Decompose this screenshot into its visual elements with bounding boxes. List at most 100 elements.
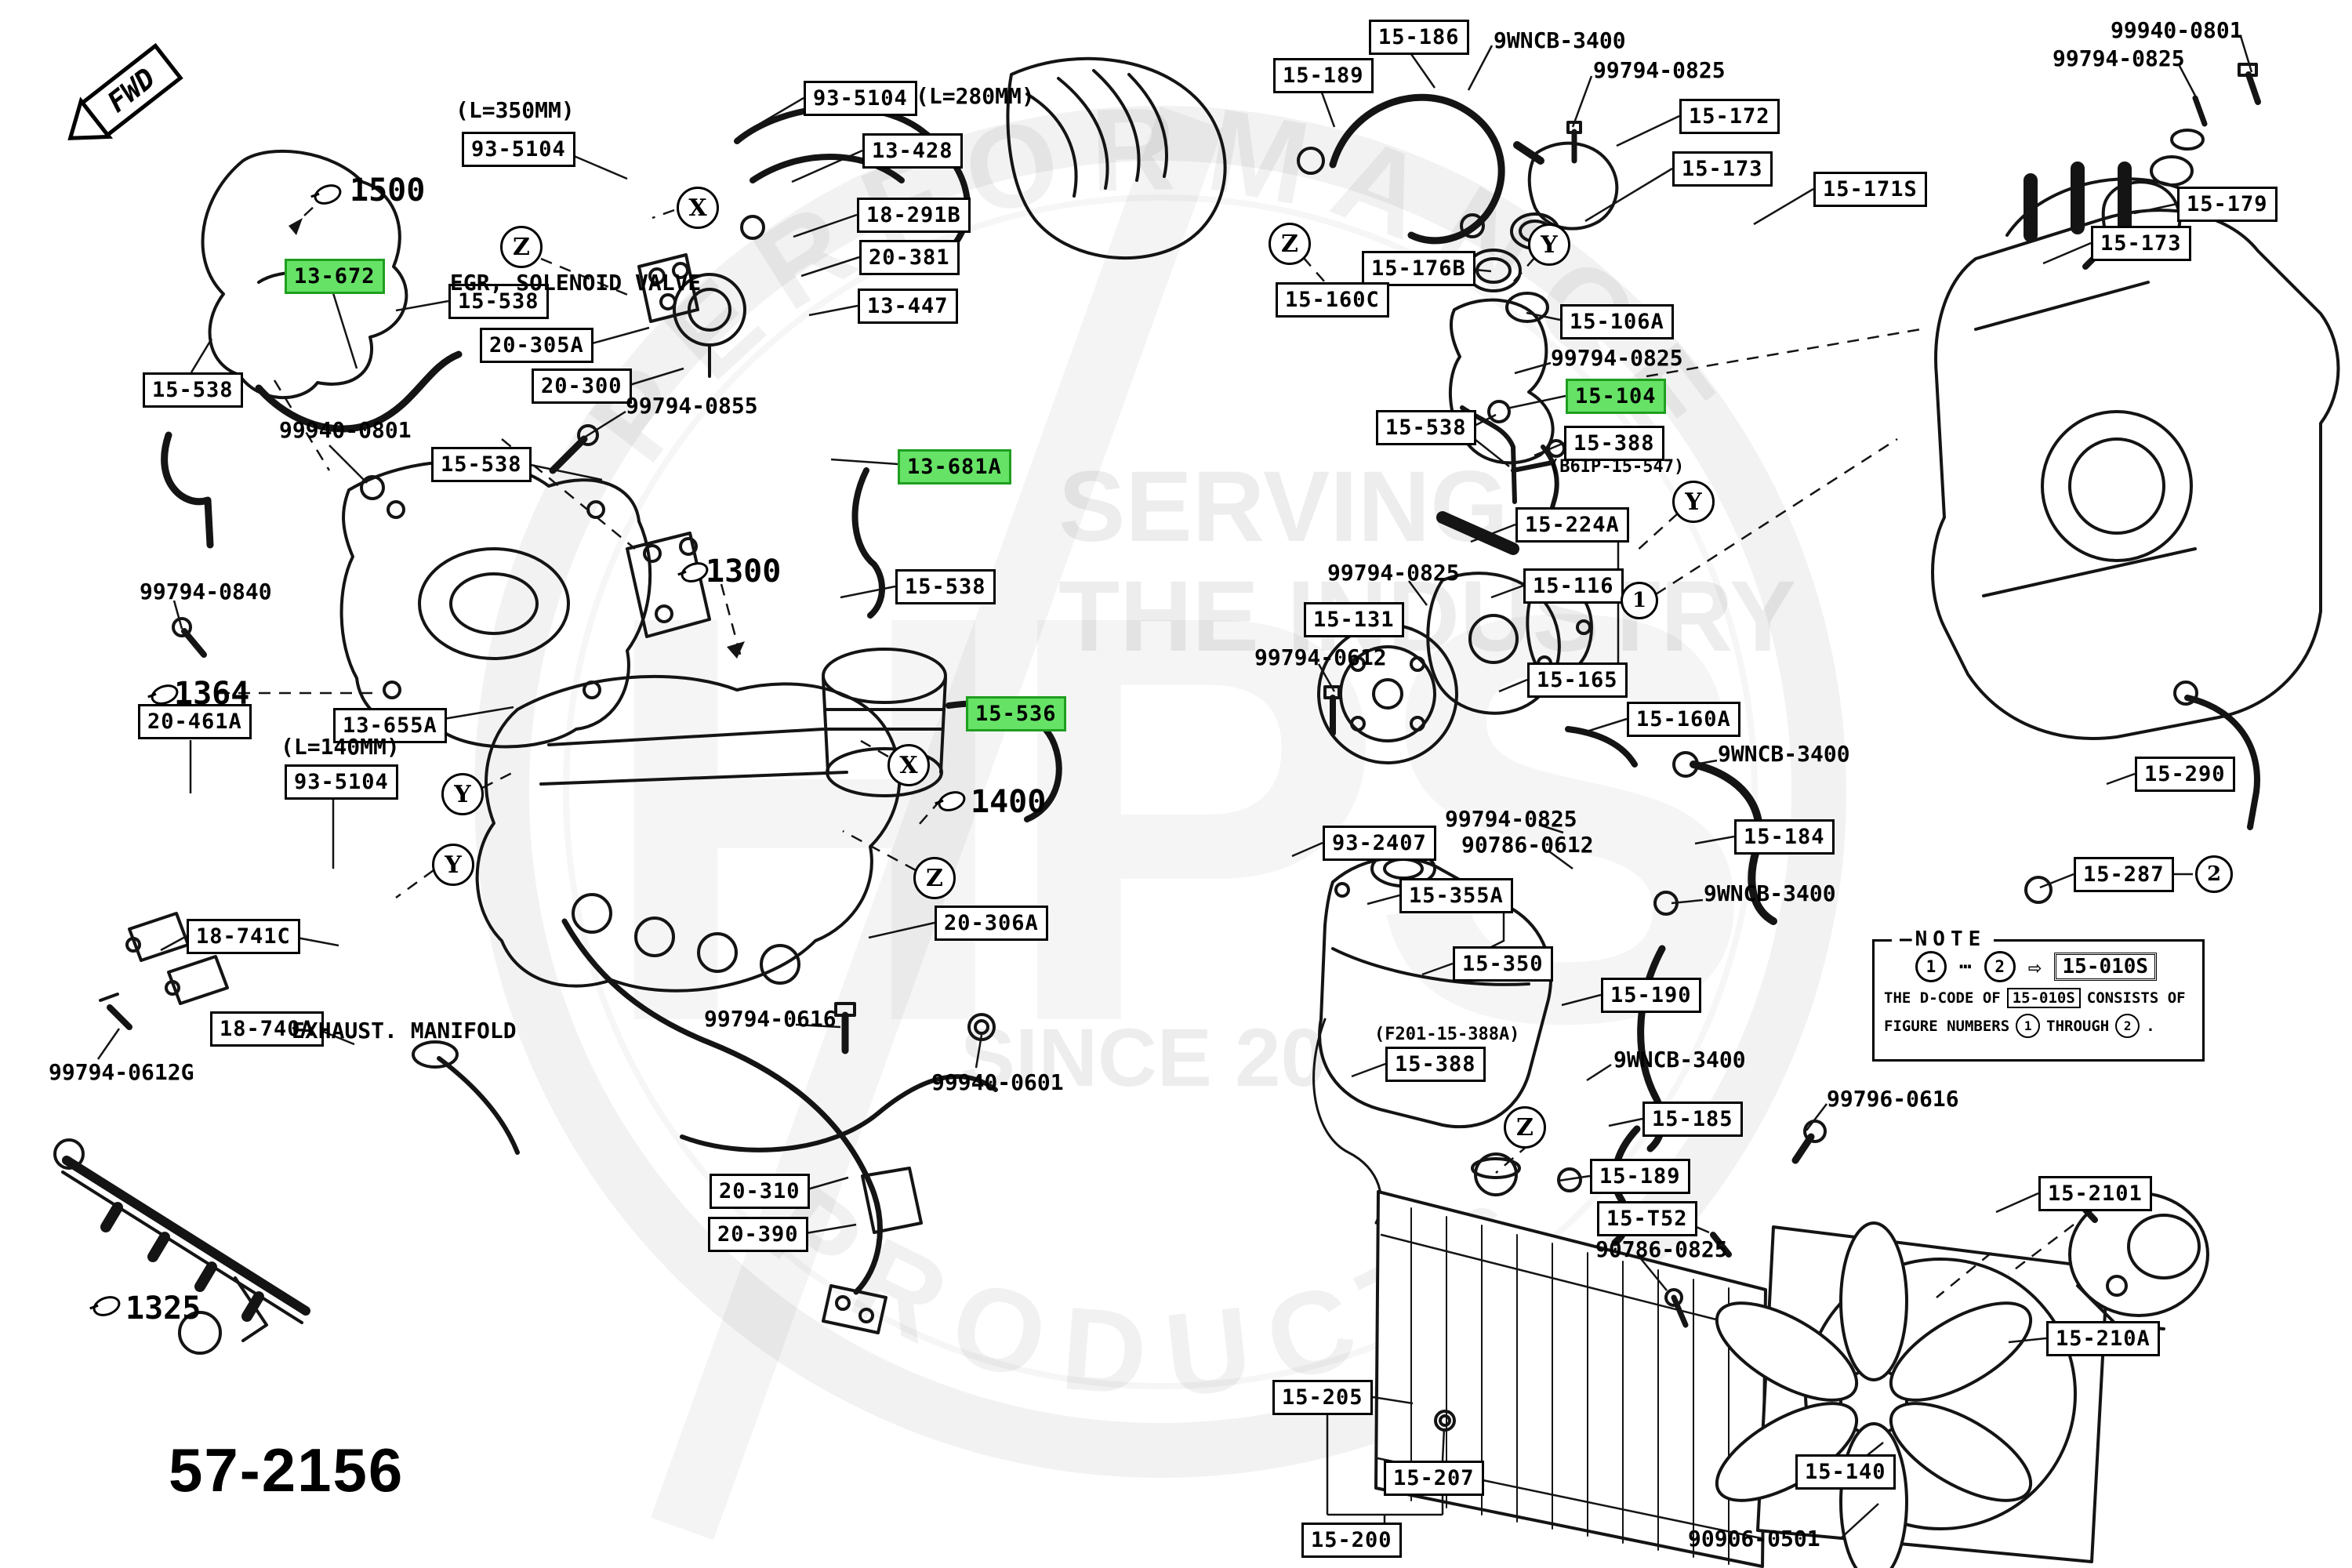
figure-circle-1: 1	[1621, 582, 1658, 619]
part-box-15-186[interactable]: 15-186	[1369, 20, 1469, 55]
note-code-box[interactable]: 15-010S	[2053, 953, 2158, 981]
part-box-15-160A[interactable]: 15-160A	[1627, 702, 1740, 737]
part-box-15-176B[interactable]: 15-176B	[1362, 251, 1475, 286]
watermark-industry: THE INDUSTRY	[1058, 561, 1796, 673]
part-box-15-538[interactable]: 15-538	[143, 372, 243, 408]
caption-9WNCB-3400: 9WNCB-3400	[1718, 741, 1850, 767]
part-box-20-390[interactable]: 20-390	[708, 1217, 808, 1252]
caption-99794-0840: 99794-0840	[140, 579, 272, 604]
part-box-highlighted-15-536[interactable]: 15-536	[966, 696, 1066, 731]
part-box-15-184[interactable]: 15-184	[1734, 819, 1835, 855]
part-box-15-160C[interactable]: 15-160C	[1276, 282, 1389, 318]
caption-99794-0612: 99794-0612	[1254, 644, 1387, 670]
part-box-15-2101[interactable]: 15-2101	[2038, 1176, 2152, 1211]
part-box-15-T52[interactable]: 15-T52	[1597, 1201, 1697, 1236]
leader-lines	[96, 35, 2253, 1539]
part-box-93-5104[interactable]: 93-5104	[804, 81, 917, 116]
caption-1364: 1364	[174, 676, 250, 712]
part-box-18-741C[interactable]: 18-741C	[187, 919, 300, 954]
part-box-15-388[interactable]: 15-388	[1385, 1047, 1486, 1082]
caption-9WNCB-3400: 9WNCB-3400	[1613, 1047, 1746, 1073]
part-box-93-5104[interactable]: 93-5104	[285, 764, 398, 800]
part-box-highlighted-13-672[interactable]: 13-672	[285, 259, 385, 294]
part-box-15-538[interactable]: 15-538	[448, 284, 549, 319]
caption-99940-0801: 99940-0801	[2111, 17, 2243, 43]
part-box-15-173[interactable]: 15-173	[1672, 151, 1773, 187]
part-box-13-428[interactable]: 13-428	[862, 133, 963, 169]
part-box-15-106A[interactable]: 15-106A	[1560, 304, 1674, 339]
ref-circle-Z: Z	[913, 857, 956, 899]
part-box-15-190[interactable]: 15-190	[1601, 978, 1701, 1013]
part-box-15-205[interactable]: 15-205	[1272, 1380, 1373, 1415]
part-box-15-179[interactable]: 15-179	[2177, 187, 2278, 222]
caption-90906-0501: 90906-0501	[1688, 1526, 1820, 1552]
figure-number-2-icon: 2	[2115, 1014, 2140, 1038]
caption-90786-0825: 90786-0825	[1595, 1236, 1728, 1262]
figure-number-1-icon: 1	[1915, 951, 1947, 982]
part-box-20-381[interactable]: 20-381	[859, 240, 960, 275]
part-box-93-2407[interactable]: 93-2407	[1323, 826, 1436, 861]
note-title: NOTE	[1892, 927, 1994, 951]
caption-(L=140MM): (L=140MM)	[281, 734, 400, 760]
part-box-15-224A[interactable]: 15-224A	[1515, 507, 1629, 543]
caption-99940-0601: 99940-0601	[931, 1069, 1064, 1095]
ref-circle-Y: Y	[1528, 223, 1570, 266]
part-box-13-447[interactable]: 13-447	[858, 289, 958, 324]
ref-circle-Y: Y	[1672, 481, 1715, 523]
caption-(L=280MM): (L=280MM)	[916, 83, 1035, 109]
part-box-13-655A[interactable]: 13-655A	[333, 708, 447, 743]
part-box-15-200[interactable]: 15-200	[1301, 1523, 1402, 1558]
part-box-15-189[interactable]: 15-189	[1273, 58, 1374, 93]
part-box-15-538[interactable]: 15-538	[1376, 410, 1476, 445]
part-box-15-210A[interactable]: 15-210A	[2046, 1321, 2160, 1356]
part-box-20-305A[interactable]: 20-305A	[480, 328, 593, 363]
part-box-20-461A[interactable]: 20-461A	[138, 704, 252, 739]
note-line-2: FIGURE NUMBERS 1 THROUGH 2 .	[1884, 1014, 2202, 1038]
part-box-93-5104[interactable]: 93-5104	[462, 132, 575, 167]
note-text: THROUGH	[2046, 1017, 2110, 1035]
part-box-15-207[interactable]: 15-207	[1384, 1461, 1484, 1496]
note-code-inline[interactable]: 15-010S	[2006, 988, 2081, 1008]
note-box: NOTE 1 ⋯ 2 ⇨ 15-010S THE D-CODE OF 15-01…	[1872, 927, 2205, 1062]
part-box-15-140[interactable]: 15-140	[1795, 1454, 1896, 1490]
part-box-15-171S[interactable]: 15-171S	[1813, 172, 1927, 207]
part-box-15-185[interactable]: 15-185	[1642, 1102, 1743, 1137]
part-box-15-538[interactable]: 15-538	[895, 569, 996, 604]
figure-circle-2: 2	[2195, 855, 2233, 893]
caption-99794-0825: 99794-0825	[1593, 57, 1726, 83]
part-box-15-172[interactable]: 15-172	[1679, 99, 1780, 134]
part-box-18-740A[interactable]: 18-740A	[210, 1011, 324, 1047]
part-box-15-355A[interactable]: 15-355A	[1399, 878, 1513, 913]
part-box-highlighted-15-104[interactable]: 15-104	[1566, 379, 1666, 414]
part-box-20-306A[interactable]: 20-306A	[935, 906, 1048, 941]
part-box-15-290[interactable]: 15-290	[2135, 757, 2235, 792]
ref-circle-Z: Z	[1269, 223, 1311, 265]
part-box-15-388[interactable]: 15-388	[1564, 426, 1664, 461]
ref-circle-Y: Y	[432, 844, 474, 886]
caption-1300: 1300	[706, 554, 782, 590]
part-box-20-300[interactable]: 20-300	[532, 368, 632, 404]
part-box-15-116[interactable]: 15-116	[1523, 568, 1624, 604]
ref-circle-Z: Z	[1504, 1106, 1546, 1149]
part-box-15-350[interactable]: 15-350	[1453, 946, 1553, 982]
watermark-serving: SERVING	[1058, 451, 1508, 563]
note-line-1: THE D-CODE OF 15-010S CONSISTS OF	[1884, 988, 2202, 1008]
part-box-15-165[interactable]: 15-165	[1527, 662, 1628, 698]
part-box-15-173[interactable]: 15-173	[2091, 226, 2191, 261]
part-box-15-131[interactable]: 15-131	[1304, 602, 1404, 637]
part-box-15-538[interactable]: 15-538	[431, 447, 532, 482]
part-box-18-291B[interactable]: 18-291B	[857, 198, 971, 233]
watermark-since: SINCE 20	[960, 1012, 1327, 1104]
caption-99794-0855: 99794-0855	[626, 393, 758, 419]
part-box-20-310[interactable]: 20-310	[710, 1174, 810, 1209]
note-arrow-icon: ⇨	[2027, 953, 2042, 980]
caption-99794-0825: 99794-0825	[1551, 345, 1683, 371]
part-box-15-287[interactable]: 15-287	[2074, 857, 2174, 892]
caption-(F201-15-388A): (F201-15-388A)	[1374, 1025, 1520, 1044]
caption-99794-0825: 99794-0825	[1327, 560, 1460, 586]
caption-(L=350MM): (L=350MM)	[456, 97, 575, 123]
part-box-highlighted-13-681A[interactable]: 13-681A	[898, 449, 1011, 485]
caption-1400: 1400	[971, 784, 1047, 820]
part-box-15-189[interactable]: 15-189	[1590, 1159, 1690, 1194]
